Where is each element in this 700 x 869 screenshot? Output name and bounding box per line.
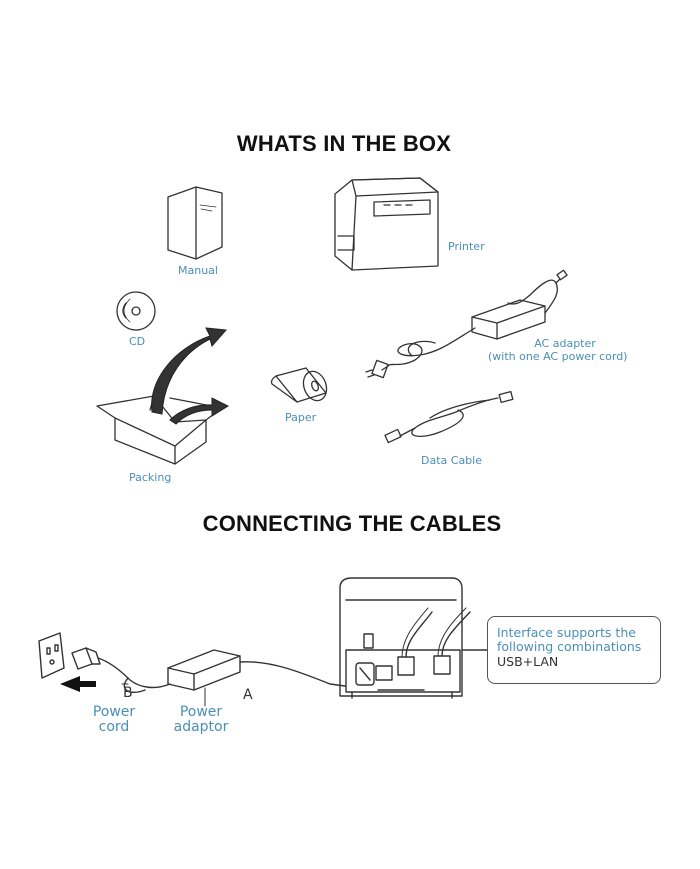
power-adaptor-label-line1: Power [179,704,223,720]
ac-adapter-label: AC adapter [534,337,596,350]
manual-illustration [167,186,223,260]
packing-arrows [151,327,230,425]
data-cable-illustration [384,390,514,444]
power-adaptor-label-line2: adaptor [173,719,229,735]
printer-label: Printer [448,240,485,253]
data-cable-label: Data Cable [421,454,482,467]
ac-adapter-illustration [365,269,568,379]
cable-b-marker: B [123,685,133,701]
paper-roll-illustration [270,367,328,403]
whats-in-the-box-heading: WHATS IN THE BOX [236,131,452,156]
ac-adapter-note: (with one AC power cord) [488,350,628,363]
power-adaptor-label: Power adaptor [168,705,234,735]
power-cord-label: Power cord [86,705,142,735]
power-cord-label-line2: cord [98,719,130,735]
paper-label: Paper [285,411,317,424]
cd-illustration [116,291,156,331]
printer-illustration [334,177,439,271]
unplug-arrow [60,676,96,692]
printer-back-illustration [339,577,471,699]
power-adaptor-illustration [167,649,346,691]
power-cord-label-line1: Power [92,704,136,720]
plug-illustration [71,647,171,694]
manual-label: Manual [178,264,218,277]
interface-callout-line2: following combinations [497,639,642,654]
interface-callout-line1: Interface supports the [497,625,636,640]
packing-label: Packing [129,471,172,484]
cd-label: CD [129,335,146,348]
cable-a-marker: A [243,687,253,703]
wall-socket-illustration [38,632,65,679]
connecting-the-cables-heading: CONNECTING THE CABLES [202,511,502,536]
interface-callout: Interface supports the following combina… [487,616,661,684]
interface-callout-line3: USB+LAN [497,654,559,669]
